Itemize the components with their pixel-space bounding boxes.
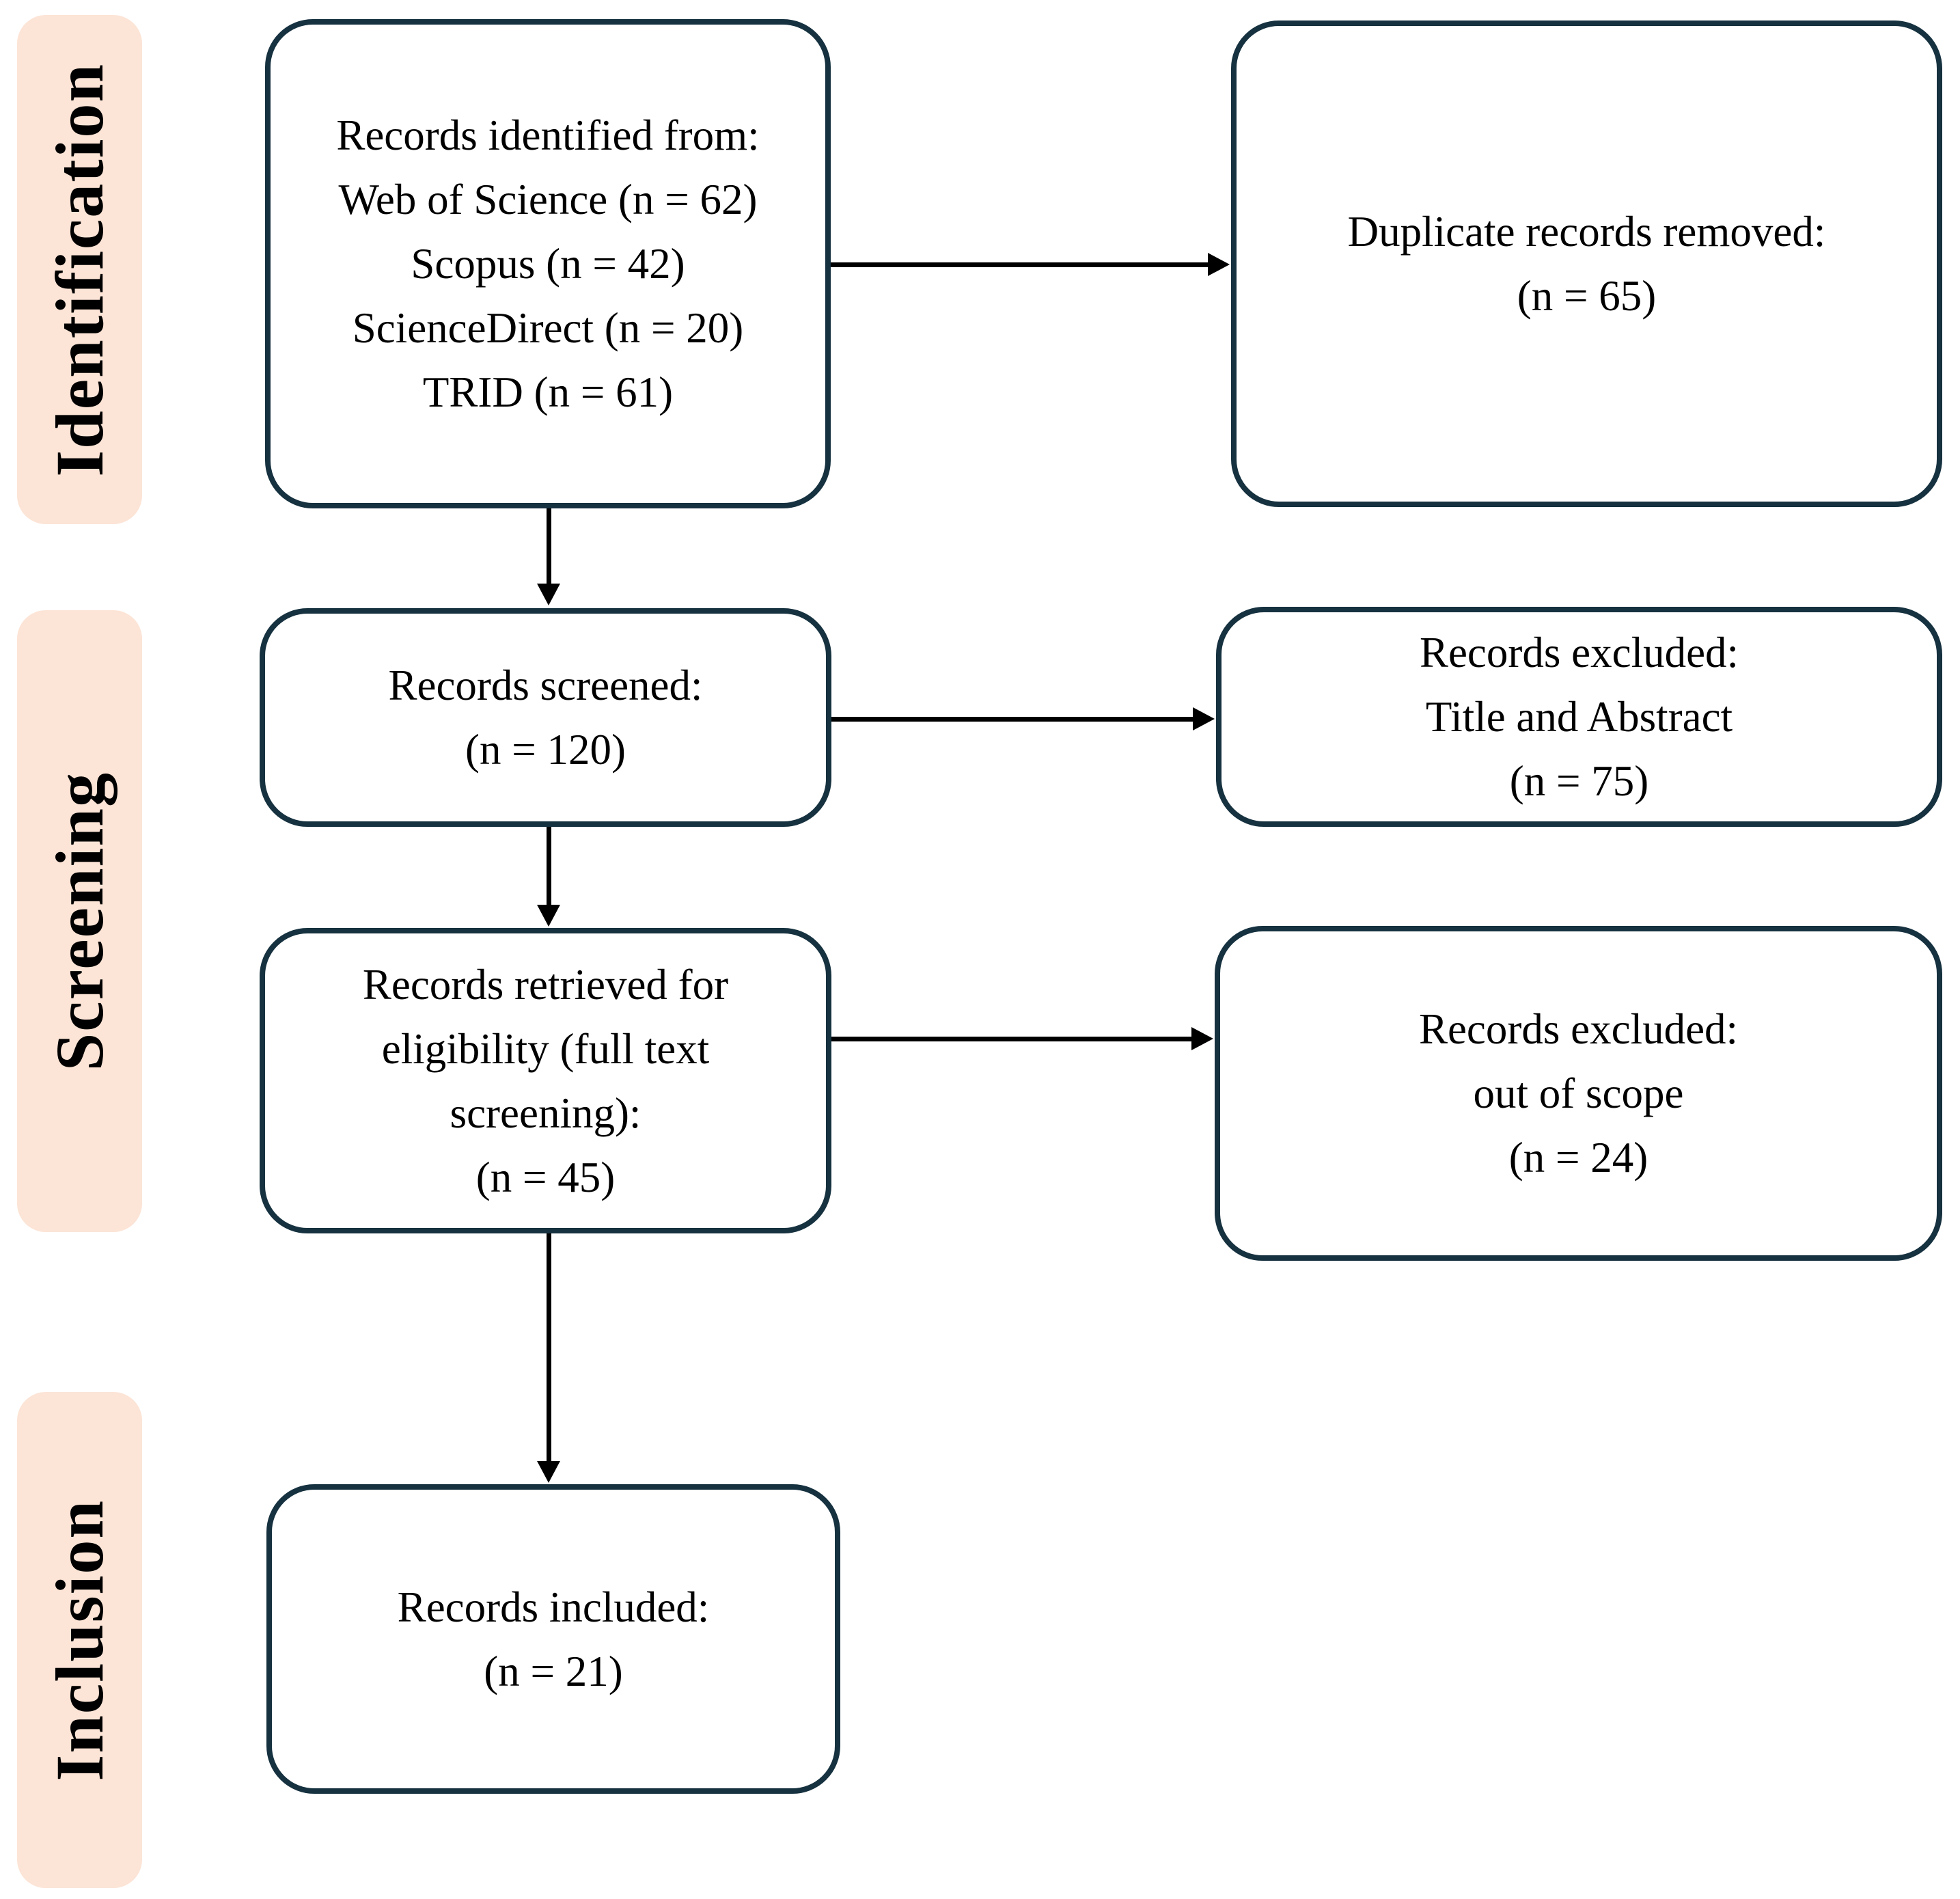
connector-identified-to-duplicates-line xyxy=(831,262,1209,267)
box-records-excluded-title-abstract: Records excluded: Title and Abstract (n … xyxy=(1216,607,1942,827)
box-records-screened-line: Records screened: xyxy=(388,661,703,709)
box-duplicate-records-removed-line: Duplicate records removed: xyxy=(1347,208,1826,256)
box-records-retrieved-eligibility-line: eligibility (full text xyxy=(381,1024,710,1073)
box-records-excluded-out-of-scope-line: Records excluded: xyxy=(1418,1005,1739,1053)
stage-label-inclusion: Inclusion xyxy=(17,1392,142,1888)
box-records-identified-line: ScienceDirect (n = 20) xyxy=(352,304,744,352)
box-records-identified-line: Records identified from: xyxy=(336,111,760,159)
arrowhead-right-icon xyxy=(1193,707,1215,730)
box-records-retrieved-eligibility-line: screening): xyxy=(450,1089,641,1137)
stage-label-identification: Identification xyxy=(17,15,142,524)
stage-label-inclusion-text: Inclusion xyxy=(42,1499,118,1781)
box-records-excluded-out-of-scope-line: (n = 24) xyxy=(1508,1134,1648,1181)
arrowhead-right-icon xyxy=(1191,1027,1213,1050)
connector-retrieved-to-excluded-line xyxy=(831,1037,1193,1041)
arrowhead-down-icon xyxy=(537,905,560,927)
box-records-identified-line: Web of Science (n = 62) xyxy=(338,176,758,223)
stage-label-identification-text: Identification xyxy=(42,62,118,477)
box-records-identified-line: Scopus (n = 42) xyxy=(411,240,685,288)
box-records-included-line: Records included: xyxy=(397,1583,710,1631)
stage-label-screening: Screening xyxy=(17,610,142,1232)
box-duplicate-records-removed-line: (n = 65) xyxy=(1517,272,1657,320)
box-records-excluded-title-abstract-line: Title and Abstract xyxy=(1425,693,1733,741)
box-records-excluded-title-abstract-line: Records excluded: xyxy=(1419,629,1739,677)
box-records-excluded-out-of-scope: Records excluded: out of scope (n = 24) xyxy=(1215,926,1942,1261)
connector-screened-to-retrieved-line xyxy=(547,827,551,906)
box-records-excluded-out-of-scope-line: out of scope xyxy=(1473,1069,1684,1117)
connector-retrieved-to-included-line xyxy=(547,1233,551,1462)
box-records-excluded-title-abstract-line: (n = 75) xyxy=(1509,757,1649,805)
box-records-screened: Records screened: (n = 120) xyxy=(260,608,831,827)
box-records-retrieved-eligibility: Records retrieved for eligibility (full … xyxy=(260,928,831,1233)
connector-identified-to-screened-line xyxy=(547,508,551,586)
arrowhead-down-icon xyxy=(537,584,560,605)
box-records-identified: Records identified from: Web of Science … xyxy=(265,19,831,508)
box-records-retrieved-eligibility-line: (n = 45) xyxy=(475,1153,616,1201)
box-records-included-line: (n = 21) xyxy=(484,1647,623,1695)
box-records-screened-line: (n = 120) xyxy=(465,726,626,774)
stage-label-screening-text: Screening xyxy=(42,771,118,1071)
connector-screened-to-excluded-line xyxy=(831,717,1194,722)
arrowhead-right-icon xyxy=(1208,253,1230,276)
box-duplicate-records-removed: Duplicate records removed: (n = 65) xyxy=(1231,21,1942,507)
box-records-retrieved-eligibility-line: Records retrieved for xyxy=(362,960,729,1009)
box-records-included: Records included: (n = 21) xyxy=(266,1484,840,1794)
box-records-identified-line: TRID (n = 61) xyxy=(422,368,674,416)
arrowhead-down-icon xyxy=(537,1461,560,1483)
